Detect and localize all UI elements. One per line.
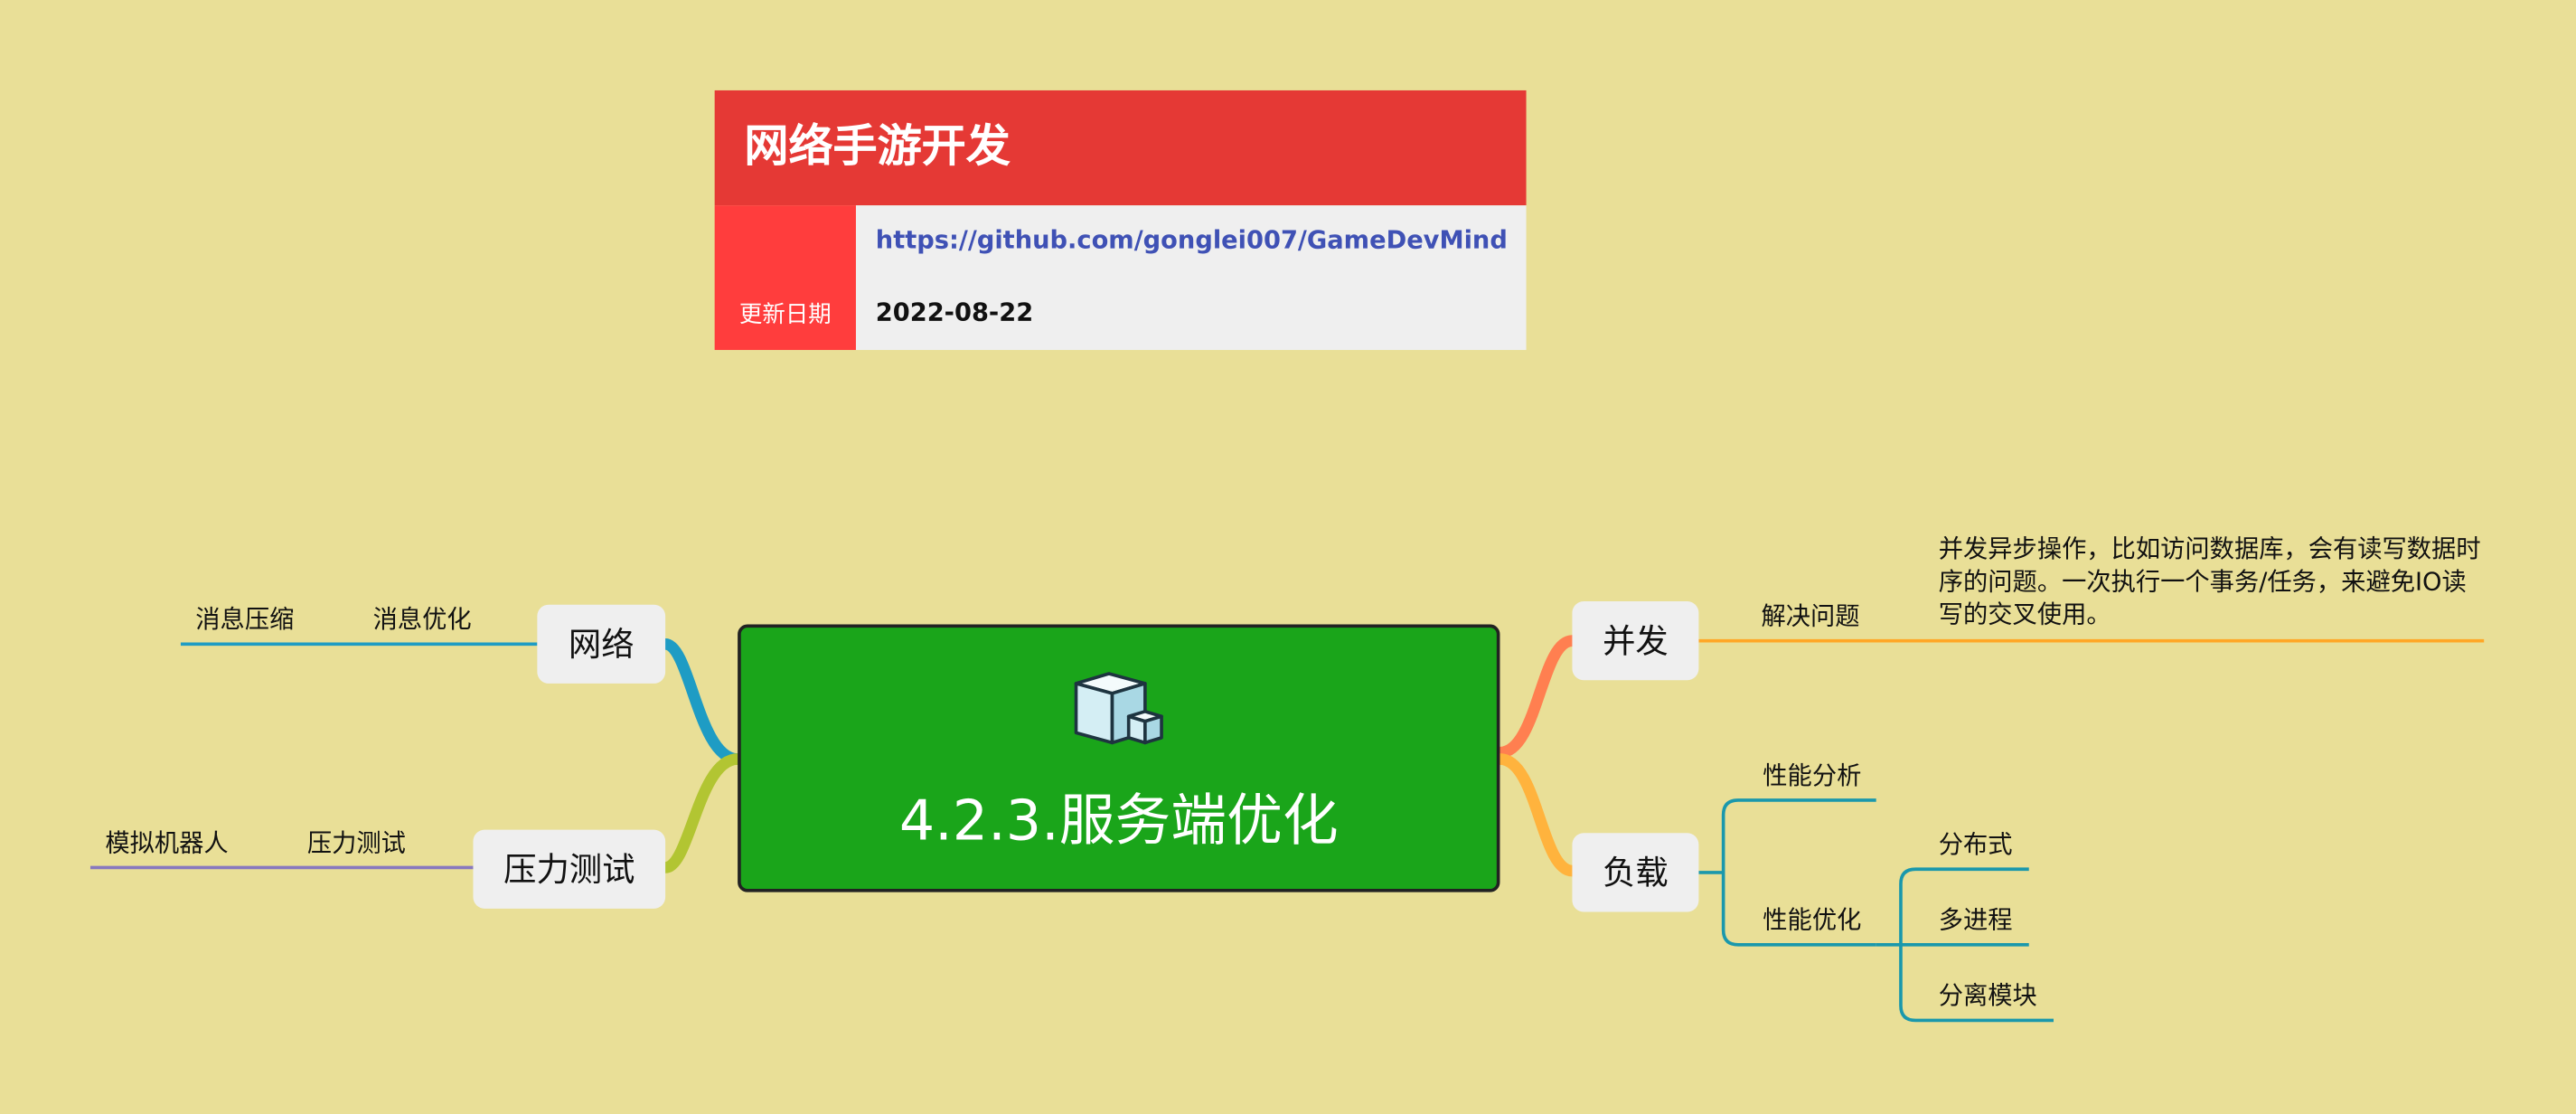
connector-load-children: [1698, 798, 1876, 947]
topic-network-label: 网络: [568, 624, 635, 665]
subtopic-performance-optimization[interactable]: 性能优化: [1763, 905, 1862, 935]
subtopic-solve-problem[interactable]: 解决问题: [1761, 601, 1860, 631]
info-card-side: 更新日期: [714, 205, 856, 351]
server-cube-icon: [1074, 672, 1163, 745]
connector-load: [1494, 753, 1578, 877]
topic-load[interactable]: 负载: [1572, 833, 1699, 912]
update-date-value: 2022-08-22: [875, 297, 1034, 327]
subtopic-multi-process[interactable]: 多进程: [1938, 905, 2013, 935]
info-card: 网络手游开发 更新日期 https://github.com/gonglei00…: [714, 90, 1527, 351]
info-card-body: https://github.com/gonglei007/GameDevMin…: [855, 205, 1527, 351]
subtopic-message-compression[interactable]: 消息压缩: [195, 604, 295, 635]
central-topic[interactable]: 4.2.3.服务端优化: [738, 624, 1500, 892]
topic-load-label: 负载: [1603, 853, 1669, 892]
topic-concurrency[interactable]: 并发: [1572, 601, 1699, 681]
update-date-label: 更新日期: [738, 302, 832, 329]
connector-concurrency: [1494, 635, 1578, 759]
central-topic-title: 4.2.3.服务端优化: [898, 788, 1339, 854]
topic-concurrency-label: 并发: [1603, 620, 1669, 661]
connector-optimization-children: [1876, 867, 2054, 1023]
topic-stress-test-label: 压力测试: [503, 849, 635, 890]
info-card-title: 网络手游开发: [714, 90, 1527, 206]
connector-network: [659, 637, 744, 765]
topic-network[interactable]: 网络: [537, 604, 666, 684]
github-link[interactable]: https://github.com/gonglei007/GameDevMin…: [875, 224, 1508, 255]
subtopic-simulated-robots[interactable]: 模拟机器人: [105, 827, 229, 858]
subtopic-message-optimization[interactable]: 消息优化: [372, 604, 472, 635]
subtopic-separate-modules[interactable]: 分离模块: [1938, 980, 2037, 1011]
connector-stress: [659, 753, 744, 873]
topic-stress-test[interactable]: 压力测试: [473, 829, 666, 909]
subtopic-distributed[interactable]: 分布式: [1938, 829, 2013, 860]
subtopic-stress-test[interactable]: 压力测试: [306, 827, 406, 858]
subtopic-performance-analysis[interactable]: 性能分析: [1763, 760, 1862, 791]
concurrency-note: 并发异步操作，比如访问数据库，会有读写数据时序的问题。一次执行一个事务/任务，来…: [1938, 533, 2481, 629]
